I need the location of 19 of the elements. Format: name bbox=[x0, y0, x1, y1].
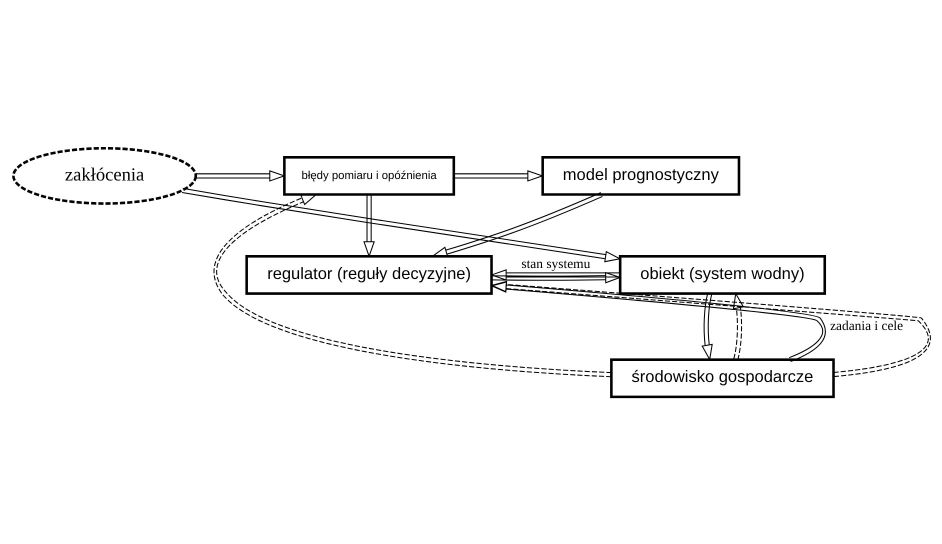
edge-label: zadania i cele bbox=[830, 318, 903, 333]
arrow bbox=[490, 280, 826, 362]
arrow bbox=[196, 170, 286, 182]
node-box: model prognostyczny bbox=[540, 156, 740, 196]
arrow bbox=[213, 193, 611, 377]
arrow bbox=[454, 170, 544, 182]
arrow bbox=[491, 271, 622, 283]
arrow bbox=[732, 292, 744, 360]
node-box: błędy pomiaru i opóźnienia bbox=[282, 156, 455, 196]
arrow bbox=[700, 292, 712, 360]
node-ellipse: zakłócenia bbox=[12, 146, 197, 204]
arrow bbox=[490, 268, 620, 280]
arrow bbox=[490, 280, 930, 377]
node-box: obiekt (system wodny) bbox=[618, 254, 826, 294]
node-box: regulator (reguły decyzyjne) bbox=[244, 254, 492, 294]
edge-label: stan systemu bbox=[520, 256, 590, 271]
arrow bbox=[182, 187, 621, 262]
node-box: środowisko gospodarcze bbox=[610, 358, 834, 398]
arrow bbox=[362, 194, 374, 258]
